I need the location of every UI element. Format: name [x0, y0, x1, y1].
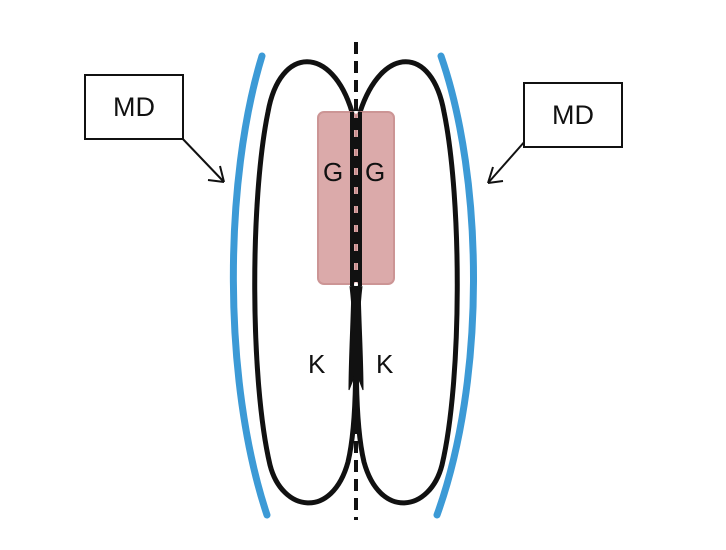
right-arrow: [487, 139, 527, 184]
md-label-left: MD: [113, 91, 155, 122]
md-label-box-left: MD: [84, 74, 184, 140]
left-membrane-arc: [229, 52, 271, 519]
right-loop: [353, 59, 460, 506]
k-label-left: K: [308, 349, 326, 379]
right-membrane-arc: [433, 52, 477, 519]
g-label-right: G: [365, 157, 385, 187]
left-loop: [252, 59, 359, 506]
g-label-left: G: [323, 157, 343, 187]
md-label-right: MD: [552, 99, 594, 130]
k-label-right: K: [376, 349, 394, 379]
left-arrow: [179, 135, 225, 183]
md-label-box-right: MD: [523, 82, 623, 148]
